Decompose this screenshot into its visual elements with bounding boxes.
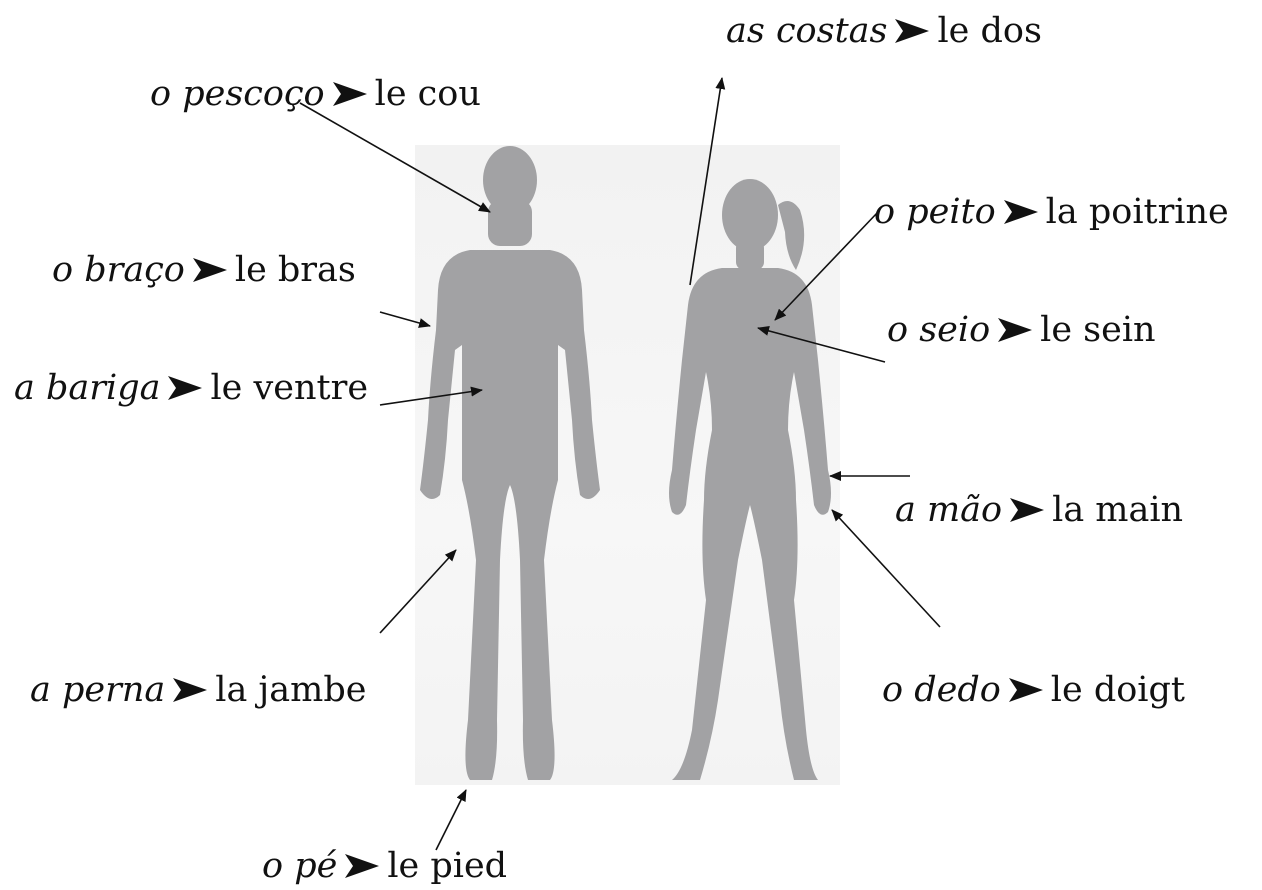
label-leg: a perna la jambe — [30, 670, 366, 710]
pointer-arm — [380, 312, 430, 326]
label-breast-fr: le sein — [1040, 310, 1155, 350]
label-hand: a mão la main — [895, 490, 1183, 530]
label-neck: o pescoço le cou — [150, 74, 481, 114]
label-foot-fr: le pied — [387, 846, 507, 886]
label-neck-fr: le cou — [375, 74, 481, 114]
right-arrowhead-icon — [171, 677, 209, 703]
label-finger: o dedo le doigt — [882, 670, 1185, 710]
label-leg-pt: a perna — [30, 670, 165, 710]
right-arrowhead-icon — [1002, 199, 1040, 225]
pointer-back — [690, 78, 722, 285]
label-hand-pt: a mão — [895, 490, 1002, 530]
right-arrowhead-icon — [166, 375, 204, 401]
label-belly-pt: a bariga — [14, 368, 160, 408]
label-belly-fr: le ventre — [210, 368, 368, 408]
pointer-foot — [436, 790, 466, 850]
label-finger-pt: o dedo — [882, 670, 1001, 710]
label-chest-fr: la poitrine — [1046, 192, 1229, 232]
label-leg-fr: la jambe — [215, 670, 366, 710]
label-hand-fr: la main — [1052, 490, 1183, 530]
label-arm-pt: o braço — [52, 250, 185, 290]
right-arrowhead-icon — [893, 18, 931, 44]
label-back: as costas le dos — [726, 11, 1042, 51]
pointer-neck — [300, 103, 490, 212]
label-foot: o pé le pied — [262, 846, 507, 886]
right-arrowhead-icon — [343, 853, 381, 879]
male-silhouette — [420, 146, 600, 780]
label-neck-pt: o pescoço — [150, 74, 325, 114]
right-arrowhead-icon — [191, 257, 229, 283]
label-breast-pt: o seio — [887, 310, 990, 350]
label-breast: o seio le sein — [887, 310, 1156, 350]
right-arrowhead-icon — [331, 81, 369, 107]
label-finger-fr: le doigt — [1051, 670, 1185, 710]
label-arm-fr: le bras — [235, 250, 356, 290]
right-arrowhead-icon — [996, 317, 1034, 343]
right-arrowhead-icon — [1007, 677, 1045, 703]
label-back-fr: le dos — [937, 11, 1041, 51]
label-chest: o peito la poitrine — [874, 192, 1229, 232]
label-chest-pt: o peito — [874, 192, 996, 232]
label-back-pt: as costas — [726, 11, 887, 51]
label-belly: a bariga le ventre — [14, 368, 368, 408]
female-silhouette — [669, 179, 831, 780]
label-arm: o braço le bras — [52, 250, 356, 290]
pointer-lines — [300, 78, 940, 850]
label-foot-pt: o pé — [262, 846, 337, 886]
right-arrowhead-icon — [1008, 497, 1046, 523]
pointer-leg — [380, 550, 456, 633]
